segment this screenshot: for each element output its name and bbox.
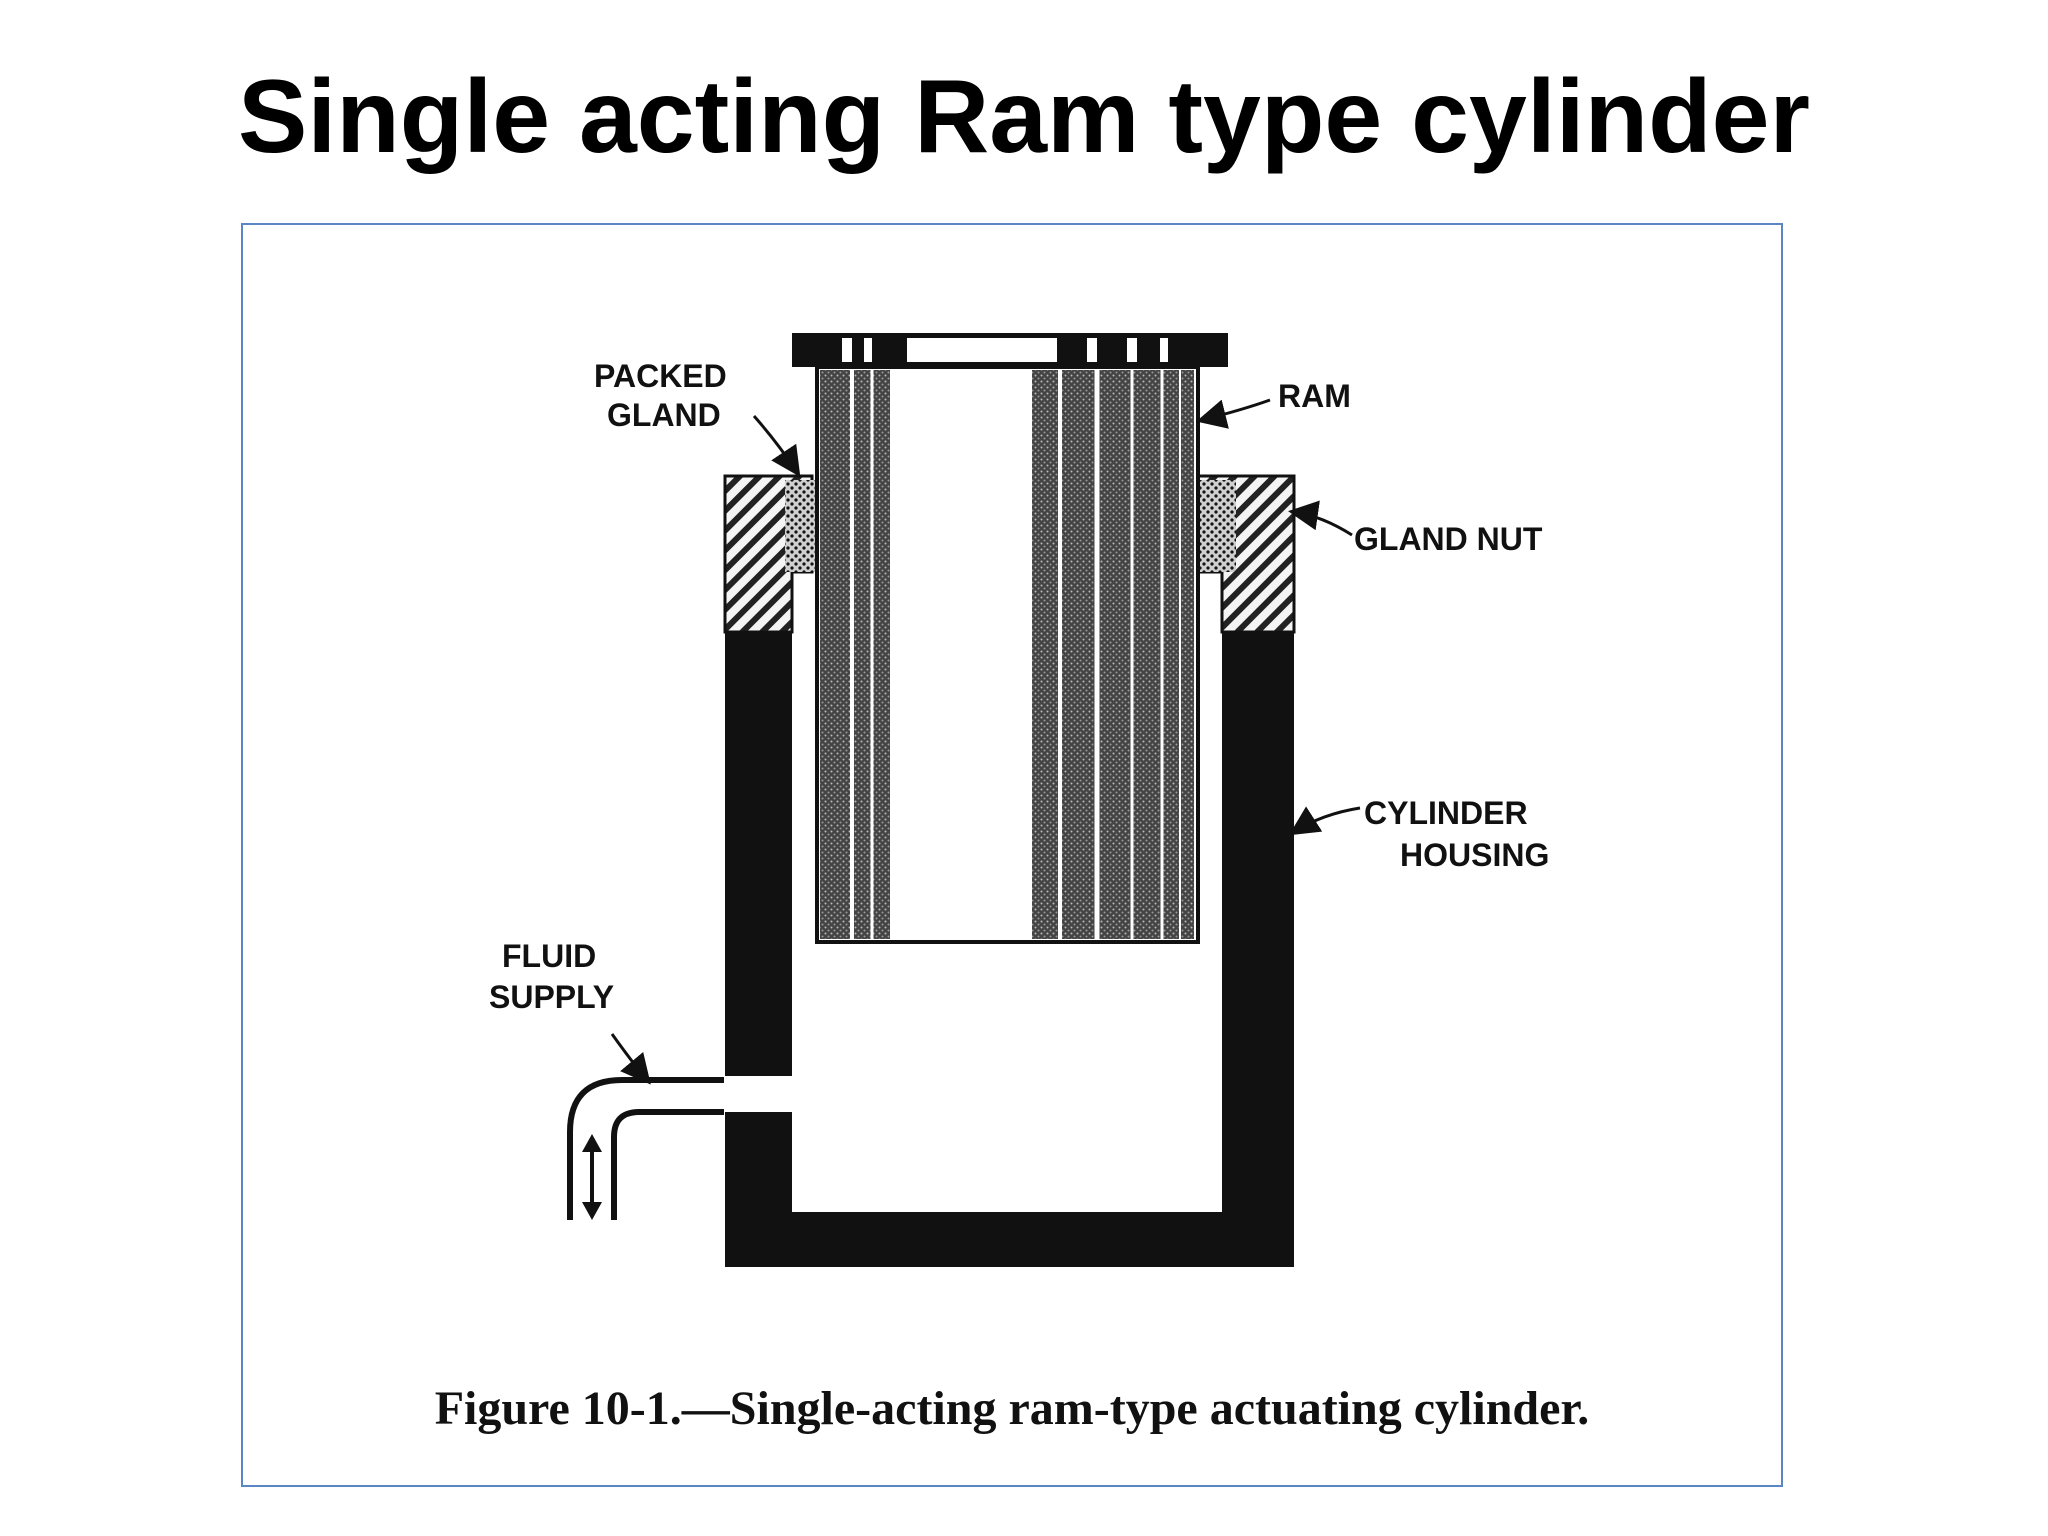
ram-shade-left <box>820 370 890 939</box>
label-ram: RAM <box>1278 378 1351 414</box>
packed-gland-left <box>785 480 817 572</box>
cylinder-housing-leader <box>1288 806 1361 836</box>
page-title: Single acting Ram type cylinder <box>238 59 1810 175</box>
fluid-inlet-port <box>722 1076 796 1112</box>
label-housing: HOUSING <box>1400 837 1549 873</box>
ram-cylinder-diagram: PACKED GLAND RAM GLAND NUT CYLINDER HOUS… <box>489 333 1549 1267</box>
fluid-supply-pipe <box>567 1077 724 1220</box>
figure-frame: PACKED GLAND RAM GLAND NUT CYLINDER HOUS… <box>241 223 1783 1487</box>
ram-shade-right <box>1032 370 1194 939</box>
gland-nut-leader <box>1288 500 1353 537</box>
label-gland: GLAND <box>607 397 721 433</box>
label-gland-nut: GLAND NUT <box>1354 521 1543 557</box>
label-cylinder: CYLINDER <box>1364 795 1528 831</box>
ram-leader <box>1196 398 1271 429</box>
label-supply: SUPPLY <box>489 979 614 1015</box>
packed-gland-leader <box>752 415 801 477</box>
packed-gland-right <box>1198 480 1236 572</box>
figure-caption: Figure 10-1.—Single-acting ram-type actu… <box>434 1382 1590 1435</box>
label-fluid: FLUID <box>502 938 596 974</box>
label-packed: PACKED <box>594 358 727 394</box>
fluid-supply-leader <box>610 1033 651 1085</box>
